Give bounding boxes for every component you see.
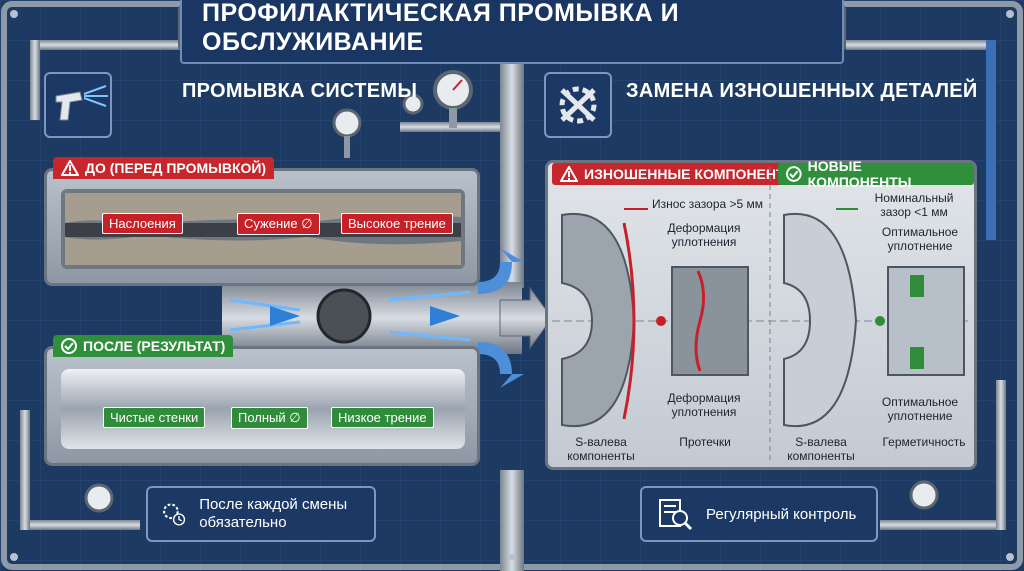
tab-worn: ИЗНОШЕННЫЕ КОМПОНЕНТЫ	[552, 163, 807, 185]
label-full-diameter: Полный ∅	[231, 407, 308, 429]
gear-clock-icon	[163, 503, 186, 526]
label-low-friction: Низкое трение	[331, 407, 434, 428]
tab-after: ПОСЛЕ (РЕЗУЛЬТАТ)	[53, 335, 234, 357]
tab-before-label: ДО (ПЕРЕД ПРОМЫВКОЙ)	[85, 160, 267, 176]
new-seal-top-label: Оптимальное уплотнение	[881, 225, 959, 253]
section-title-replacement: ЗАМЕНА ИЗНОШЕННЫХ ДЕТАЛЕЙ	[626, 80, 978, 102]
label-clean-walls: Чистые стенки	[103, 407, 206, 428]
control-note-box: Регулярный контроль	[640, 486, 878, 542]
worn-gap-label: Износ зазора >5 мм	[652, 197, 764, 211]
tab-new: НОВЫЕ КОМПОНЕНТЫ	[778, 158, 974, 190]
new-gap-label: Номинальный зазор <1 мм	[874, 191, 954, 219]
tools-gear-icon	[544, 72, 612, 138]
section-title-flushing: ПРОМЫВКА СИСТЕМЫ	[182, 80, 418, 102]
tab-worn-label: ИЗНОШЕННЫЕ КОМПОНЕНТЫ	[584, 166, 799, 182]
after-panel: ПОСЛЕ (РЕЗУЛЬТАТ) Чистые стенки Полный ∅…	[44, 335, 480, 466]
leak-label: Протечки	[679, 435, 731, 449]
worn-seal-top-label: Деформация уплотнения	[667, 221, 741, 249]
worn-seal-bottom-label: Деформация уплотнения	[667, 391, 741, 419]
components-drawing	[552, 167, 970, 463]
label-high-friction: Высокое трение	[341, 213, 453, 234]
label-narrowing: Сужение ∅	[237, 213, 320, 235]
control-note-text: Регулярный контроль	[706, 505, 857, 523]
shift-note-box: После каждой смены обязательно	[146, 486, 376, 542]
clean-pipe	[61, 369, 465, 449]
page-title: ПРОФИЛАКТИЧЕСКАЯ ПРОМЫВКА И ОБСЛУЖИВАНИЕ	[180, 0, 844, 64]
warning-icon	[560, 166, 578, 182]
tab-after-label: ПОСЛЕ (РЕЗУЛЬТАТ)	[83, 338, 226, 354]
tight-label: Герметичность	[882, 435, 966, 449]
new-part-label: S-валева компоненты	[787, 435, 855, 463]
new-seal-bottom-label: Оптимальное уплотнение	[881, 395, 959, 423]
check-icon	[61, 338, 77, 354]
check-icon	[786, 166, 802, 182]
spray-gun-icon	[44, 72, 112, 138]
flush-pipe	[222, 248, 553, 388]
shift-note-text: После каждой смены обязательно	[199, 496, 348, 531]
pressure-gauge-icon	[84, 70, 939, 513]
tab-new-label: НОВЫЕ КОМПОНЕНТЫ	[807, 158, 912, 190]
label-deposits: Наслоения	[102, 213, 183, 234]
document-magnifier-icon	[659, 499, 693, 531]
title-plate: ПРОФИЛАКТИЧЕСКАЯ ПРОМЫВКА И ОБСЛУЖИВАНИЕ	[178, 0, 846, 64]
tab-before: ДО (ПЕРЕД ПРОМЫВКОЙ)	[53, 157, 275, 179]
worn-part-label: S-валева компоненты	[567, 435, 635, 463]
warning-icon	[61, 160, 79, 176]
before-panel: ДО (ПЕРЕД ПРОМЫВКОЙ) Наслоения Сужение ∅…	[44, 157, 480, 286]
components-panel: ИЗНОШЕННЫЕ КОМПОНЕНТЫ НОВЫЕ КОМПОНЕНТЫ И…	[545, 158, 977, 470]
